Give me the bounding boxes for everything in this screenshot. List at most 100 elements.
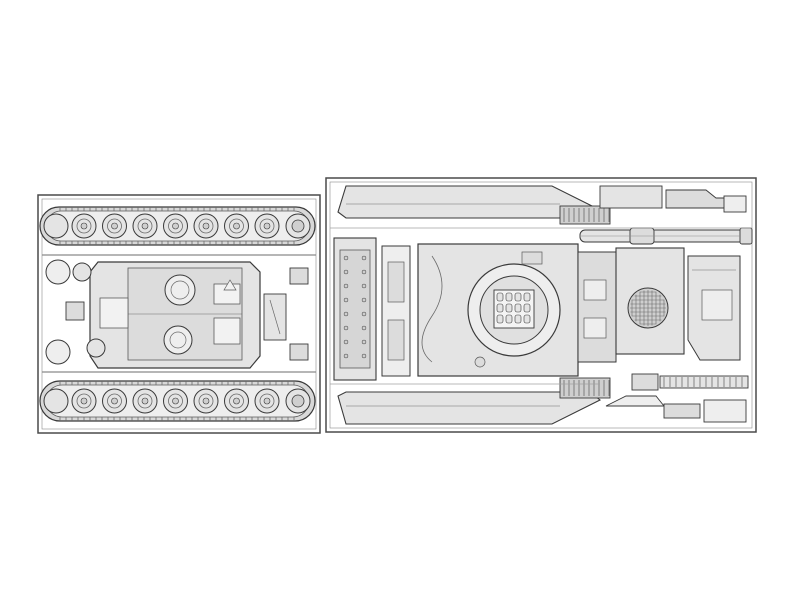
lower-fender-rail [337, 377, 611, 425]
front-plate-bolt [361, 325, 367, 331]
upper-road-wheel-hub [233, 222, 240, 230]
turret-side-block [577, 251, 617, 363]
ammo-round [496, 303, 504, 313]
lower-road-wheel-rim [259, 393, 275, 409]
front-plate-inner [339, 249, 371, 369]
lower-sprocket-hub [291, 394, 305, 408]
left-small-parts [45, 259, 309, 365]
front-plate-bolt [361, 311, 367, 317]
turret-assembly [417, 243, 685, 377]
spare-link-ticks [663, 377, 743, 387]
ammo-round [514, 314, 522, 324]
small-hub-bottom [86, 338, 106, 358]
left-frame-outer [37, 194, 321, 434]
lower-fender-outline [337, 391, 602, 425]
ammo-round [496, 292, 504, 302]
spare-wheel-top [45, 259, 71, 285]
front-plate-bolt [361, 269, 367, 275]
lower-road-wheel-hub [141, 397, 149, 405]
front-plate-bolts [343, 255, 367, 359]
left-bracket-part [65, 301, 85, 321]
front-armor-slot-bottom [387, 319, 405, 361]
lower-track-links [59, 381, 295, 421]
hull-tool-detail [223, 279, 237, 291]
lower-road-wheel-hub [263, 397, 271, 405]
ammo-rounds [496, 292, 531, 324]
upper-road-wheels [71, 213, 280, 239]
stowage-box-part [703, 399, 747, 423]
hull-rear-deck [213, 317, 241, 345]
hull-hatch-rear [163, 325, 193, 355]
upper-grille-lines [563, 208, 610, 222]
front-plate-bolt [343, 283, 349, 289]
upper-road-wheel-hub [202, 222, 210, 230]
lower-road-wheel-rim [107, 393, 122, 409]
right-frame-inner [329, 181, 753, 429]
spare-wheel-bottom [45, 339, 71, 365]
front-plate-bolt [361, 339, 367, 345]
ammo-round [505, 292, 513, 302]
front-plate-bolt [343, 297, 349, 303]
tow-cable-part [599, 185, 663, 209]
upper-road-wheel-hub [263, 222, 271, 230]
front-plate-bolt [343, 325, 349, 331]
lower-road-wheel-hub [80, 397, 88, 405]
shovel-part [663, 403, 701, 419]
hull-front-plate [333, 237, 411, 381]
upper-road-wheel-hub [80, 222, 88, 230]
upper-road-wheel-rim [259, 218, 275, 234]
left-frame-inner [41, 198, 317, 430]
gun-barrel [579, 227, 753, 245]
hull-hatch-front [164, 274, 196, 306]
upper-road-wheel-hub [111, 222, 118, 230]
right-bracket-part-bottom [289, 343, 309, 361]
lower-road-wheel-rim [76, 393, 92, 409]
hull-front-glacis [99, 297, 129, 329]
front-plate-bolt [343, 339, 349, 345]
front-plate-bolt [343, 353, 349, 359]
lower-road-wheel-rim [229, 393, 244, 409]
lower-road-wheels [71, 388, 280, 414]
upper-road-wheel-rim [198, 218, 214, 234]
ammo-round [496, 314, 504, 324]
hull-top-curve [421, 255, 443, 363]
lower-road-wheel-rim [137, 393, 153, 409]
spare-track-links [659, 375, 749, 389]
front-plate-bolt [361, 297, 367, 303]
right-bracket-part-top [289, 267, 309, 285]
front-plate-bolt [361, 353, 367, 359]
hull-bottom-plate [89, 261, 261, 369]
ammo-round [523, 292, 531, 302]
front-plate-bolt [343, 269, 349, 275]
front-armor-slot-top [387, 261, 405, 303]
upper-road-wheel-rim [137, 218, 153, 234]
fan-grille-mesh [630, 290, 666, 326]
front-plate-bolt [343, 255, 349, 261]
lower-road-wheel-hub [233, 397, 240, 405]
right-sprue-frame [325, 177, 757, 433]
upper-idler-wheel [43, 213, 69, 239]
hull-hatch-rear-ring [169, 331, 187, 349]
turret-vision-block [521, 251, 543, 265]
lower-road-wheel-hub [111, 397, 118, 405]
hull-hatch-front-ring [170, 280, 190, 300]
upper-road-wheel-rim [107, 218, 122, 234]
right-frame-outer [325, 177, 757, 433]
jerry-can-part [631, 373, 659, 391]
lower-idler-wheel [43, 388, 69, 414]
muzzle-brake [739, 227, 753, 245]
front-plate-bolt [343, 311, 349, 317]
mudguard-part [605, 395, 665, 407]
small-hub-top [72, 262, 92, 282]
rear-plate-panel [701, 289, 733, 321]
left-sprue-frame [37, 194, 321, 434]
upper-road-wheel-rim [168, 218, 183, 234]
ammo-round [505, 314, 513, 324]
upper-right-small-parts [599, 185, 747, 213]
ammo-round [505, 303, 513, 313]
ammo-round [514, 292, 522, 302]
upper-track-run [39, 206, 316, 246]
lower-grille-part [559, 377, 611, 399]
